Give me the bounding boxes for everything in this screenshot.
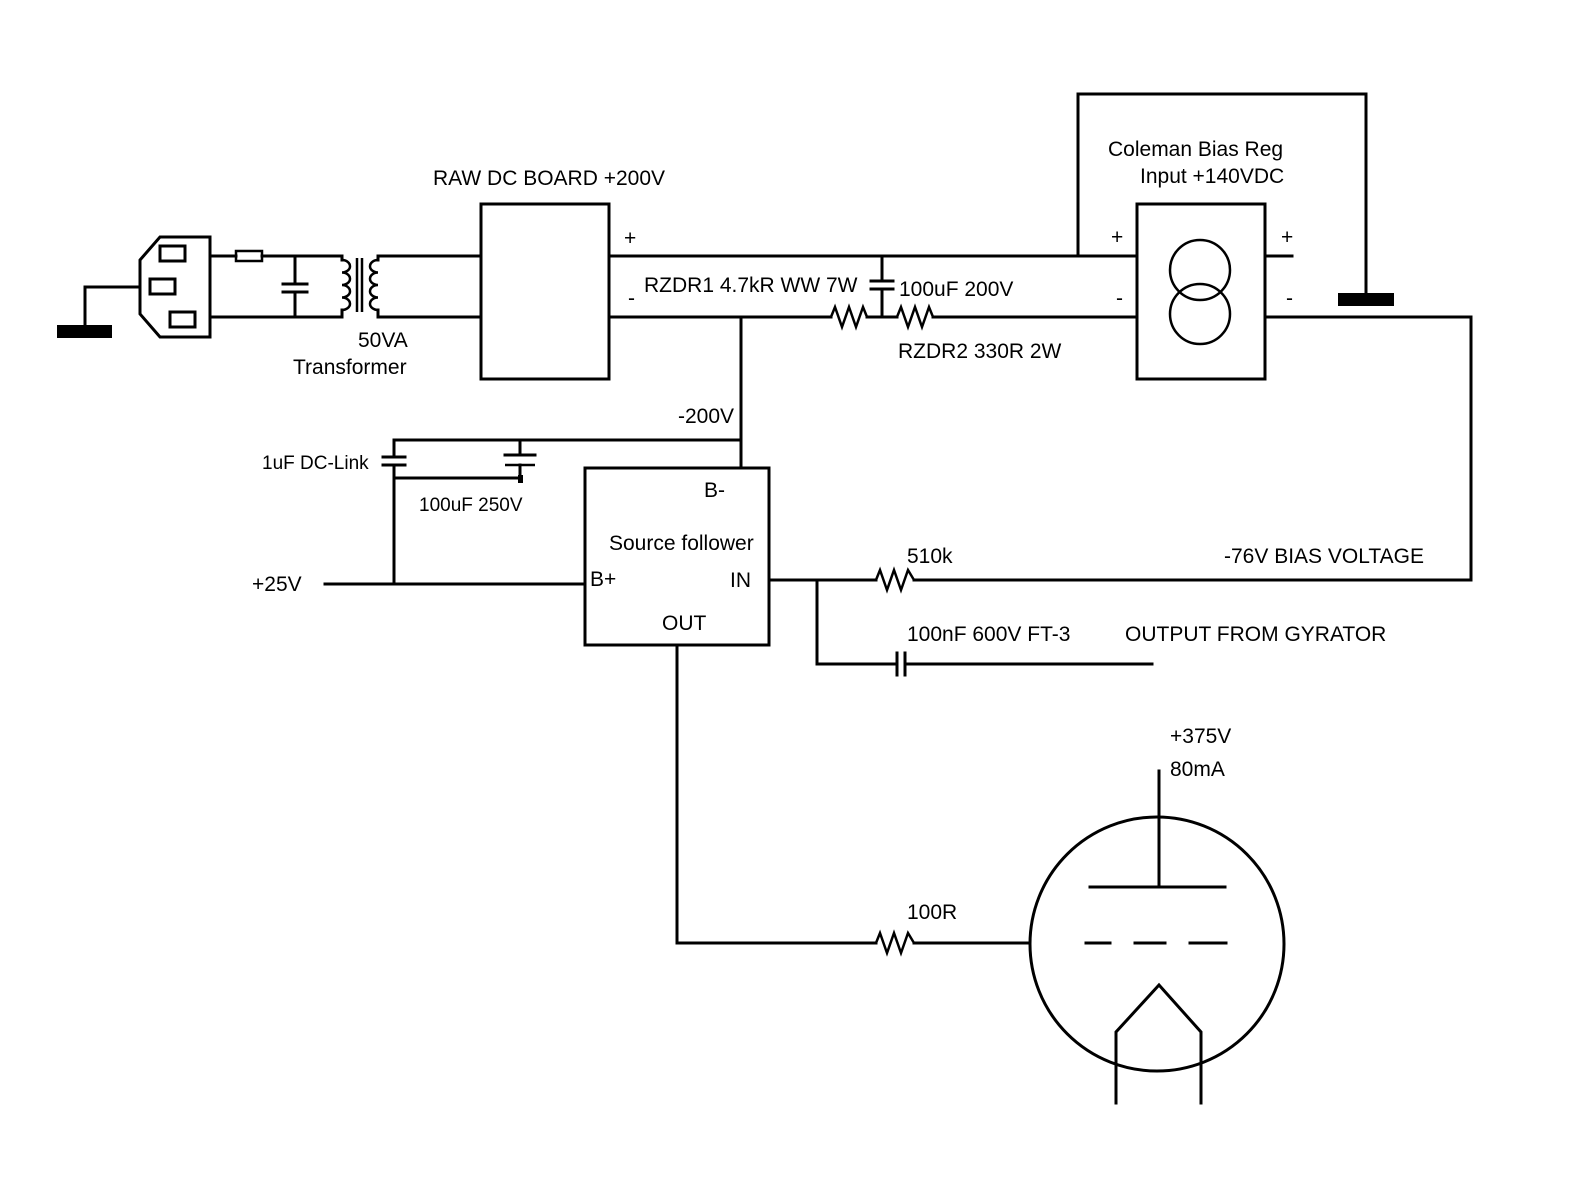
fuse-icon <box>234 249 264 263</box>
mains-wiring <box>208 249 344 319</box>
reg-in-plus-label: + <box>1111 226 1123 249</box>
plus-25v-label: +25V <box>252 573 302 596</box>
vacuum-tube-icon <box>1028 769 1286 1105</box>
transformer-icon <box>340 254 483 319</box>
bias-output-wire <box>912 315 1473 582</box>
raw-dc-board-label: RAW DC BOARD +200V <box>433 167 665 190</box>
sf-title-label: Source follower <box>609 532 754 555</box>
regulator-feedback-wire <box>1076 92 1368 296</box>
cap-1uf-label: 1uF DC-Link <box>262 453 369 474</box>
current-source-icon <box>1168 238 1232 346</box>
current-80ma-label: 80mA <box>1170 758 1225 781</box>
transformer-name-label: Transformer <box>293 356 407 379</box>
coupling-cap-wiring <box>815 578 1154 677</box>
rzdr2-resistor-icon <box>895 303 935 331</box>
cap-100nf-label: 100nF 600V FT-3 <box>907 623 1070 646</box>
coleman-regulator-box <box>1135 202 1267 381</box>
r-510k-resistor-icon <box>874 566 916 594</box>
transformer-rating-label: 50VA <box>358 329 408 352</box>
raw-dc-board-box <box>479 202 611 381</box>
minus-200v-label: -200V <box>678 405 734 428</box>
cap-100uf-200v-label: 100uF 200V <box>899 278 1013 301</box>
reg-in-minus-label: - <box>1116 287 1123 310</box>
cap-100uf-250v-icon <box>392 438 537 483</box>
output-wiring <box>675 643 1032 957</box>
cap-100uf-200v-icon <box>869 254 895 319</box>
rzdr1-label: RZDR1 4.7kR WW 7W <box>644 274 858 297</box>
r-100r-label: 100R <box>907 901 957 924</box>
r-100r-resistor-icon <box>874 929 916 957</box>
iec-inlet <box>138 235 212 339</box>
rzdr2-label: RZDR2 330R 2W <box>898 340 1062 363</box>
input-wiring <box>767 566 916 594</box>
output-from-gyrator-label: OUTPUT FROM GYRATOR <box>1125 623 1386 646</box>
cap-1uf-icon <box>381 438 407 586</box>
cap-100uf-250v-label: 100uF 250V <box>419 495 523 516</box>
sf-in-label: IN <box>730 569 751 592</box>
bias-voltage-label: -76V BIAS VOLTAGE <box>1224 545 1424 568</box>
raw-plus-label: + <box>624 227 636 250</box>
earth-symbol-right <box>1338 293 1394 306</box>
plus-375v-label: +375V <box>1170 725 1231 748</box>
sf-bminus-label: B- <box>704 479 725 502</box>
heater <box>1114 982 1203 1105</box>
coleman-title-label: Coleman Bias Reg <box>1108 138 1283 161</box>
negative-rail <box>607 303 1139 331</box>
r-510k-label: 510k <box>907 545 953 568</box>
earth-symbol-left <box>57 285 142 338</box>
reg-out-minus-label: - <box>1286 287 1293 310</box>
sf-out-label: OUT <box>662 612 707 635</box>
reg-out-plus-label: + <box>1281 226 1293 249</box>
sf-bplus-label: B+ <box>590 568 616 591</box>
coleman-input-label: Input +140VDC <box>1140 165 1284 188</box>
raw-minus-label: - <box>628 287 635 310</box>
rzdr1-resistor-icon <box>829 303 869 331</box>
